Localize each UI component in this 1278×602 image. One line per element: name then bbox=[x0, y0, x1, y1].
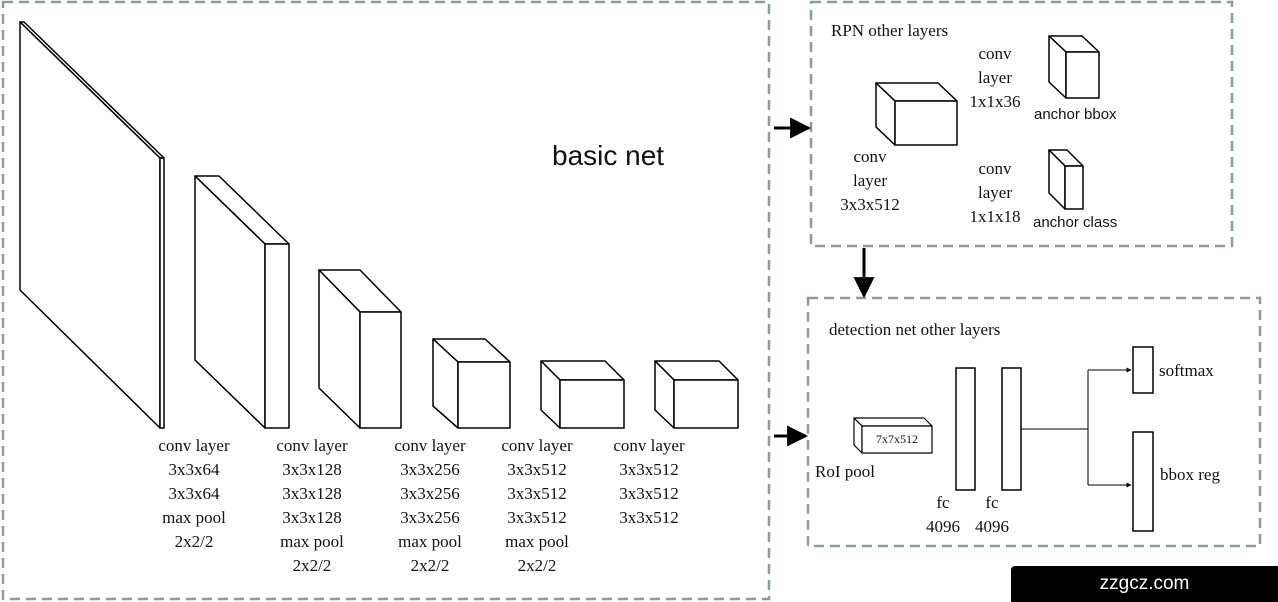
label-line: max pool bbox=[398, 532, 462, 551]
detection-border bbox=[806, 296, 1262, 548]
label-line: 3x3x64 bbox=[168, 460, 220, 479]
label-line: conv layer bbox=[276, 436, 348, 455]
label-line: 3x3x256 bbox=[400, 460, 460, 479]
anchor-class-cuboid bbox=[1048, 149, 1084, 210]
label-line: conv layer bbox=[158, 436, 230, 455]
label-line: 2x2/2 bbox=[517, 556, 557, 575]
bbox-reg-label: bbox reg bbox=[1160, 465, 1220, 484]
rpn-title: RPN other layers bbox=[831, 21, 949, 40]
label-line: 4096 bbox=[926, 517, 960, 536]
fc2-bar bbox=[1001, 367, 1022, 491]
label-line: max pool bbox=[280, 532, 344, 551]
label-line: 3x3x128 bbox=[282, 484, 342, 503]
softmax-bar bbox=[1132, 346, 1154, 394]
label-line: 3x3x512 bbox=[619, 460, 679, 479]
label-line: 3x3x512 bbox=[507, 508, 567, 527]
label-line: 2x2/2 bbox=[292, 556, 332, 575]
label-line: 3x3x512 bbox=[840, 195, 900, 214]
block-3-label: conv layer 3x3x256 3x3x256 3x3x256 max pool 2… bbox=[378, 434, 482, 578]
label-line: 3x3x256 bbox=[400, 508, 460, 527]
basic-net-title: basic net bbox=[552, 140, 665, 171]
label-line: 3x3x128 bbox=[282, 460, 342, 479]
label-line: conv layer bbox=[394, 436, 466, 455]
watermark: zzgcz.com bbox=[1011, 566, 1278, 602]
feature-map-5 bbox=[540, 360, 625, 429]
roi-pool-label: RoI pool bbox=[815, 462, 875, 481]
label-line: conv bbox=[853, 147, 887, 166]
label-line: conv layer bbox=[613, 436, 685, 455]
label-line: 2x2/2 bbox=[410, 556, 450, 575]
block-1-label: conv layer 3x3x64 3x3x64 max pool 2x2/2 bbox=[142, 434, 246, 554]
label-line: 3x3x512 bbox=[507, 484, 567, 503]
feature-map-2 bbox=[194, 175, 290, 429]
feature-map-6 bbox=[654, 360, 739, 429]
fc1-label: fc 4096 bbox=[923, 491, 963, 539]
rpn-conv-cuboid bbox=[875, 82, 958, 146]
label-line: 3x3x128 bbox=[282, 508, 342, 527]
label-line: 3x3x64 bbox=[168, 484, 220, 503]
label-line: 3x3x256 bbox=[400, 484, 460, 503]
softmax-label: softmax bbox=[1159, 361, 1214, 380]
roi-pool-cuboid bbox=[853, 417, 933, 454]
basic-net-border bbox=[1, 0, 771, 601]
detection-title: detection net other layers bbox=[829, 320, 1001, 339]
anchor-bbox-cuboid bbox=[1048, 35, 1100, 99]
block-4-label: conv layer 3x3x512 3x3x512 3x3x512 max pool 2… bbox=[485, 434, 589, 578]
label-line: conv bbox=[978, 159, 1012, 178]
label-line: 3x3x512 bbox=[619, 508, 679, 527]
feature-map-1 bbox=[19, 21, 165, 429]
rpn-conv-bbox-label: conv layer 1x1x36 bbox=[955, 42, 1035, 114]
label-line: 3x3x512 bbox=[507, 460, 567, 479]
label-line: 1x1x18 bbox=[969, 207, 1021, 226]
label-line: 2x2/2 bbox=[174, 532, 214, 551]
feature-map-3 bbox=[318, 269, 402, 429]
block-5-label: conv layer 3x3x512 3x3x512 3x3x512 bbox=[597, 434, 701, 530]
label-line: 4096 bbox=[975, 517, 1009, 536]
anchor-class-label: anchor class bbox=[1033, 214, 1118, 231]
roi-box-label: 7x7x512 bbox=[876, 432, 918, 446]
label-line: conv bbox=[978, 44, 1012, 63]
label-line: conv layer bbox=[501, 436, 573, 455]
label-line: layer bbox=[978, 68, 1012, 87]
bbox-reg-bar bbox=[1132, 431, 1154, 532]
label-line: layer bbox=[853, 171, 887, 190]
label-line: 1x1x36 bbox=[969, 92, 1021, 111]
anchor-bbox-label: anchor bbox bbox=[1034, 106, 1117, 123]
head-connectors bbox=[1021, 367, 1132, 488]
feature-map-4 bbox=[432, 338, 511, 429]
label-line: layer bbox=[978, 183, 1012, 202]
label-line: fc bbox=[985, 493, 999, 512]
rpn-conv-class-label: conv layer 1x1x18 bbox=[955, 157, 1035, 229]
label-line: 3x3x512 bbox=[619, 484, 679, 503]
label-line: fc bbox=[936, 493, 950, 512]
fc2-label: fc 4096 bbox=[972, 491, 1012, 539]
block-2-label: conv layer 3x3x128 3x3x128 3x3x128 max pool 2… bbox=[260, 434, 364, 578]
rpn-conv-main-label: conv layer 3x3x512 bbox=[820, 145, 920, 217]
label-line: max pool bbox=[505, 532, 569, 551]
fc1-bar bbox=[955, 367, 976, 491]
label-line: max pool bbox=[162, 508, 226, 527]
